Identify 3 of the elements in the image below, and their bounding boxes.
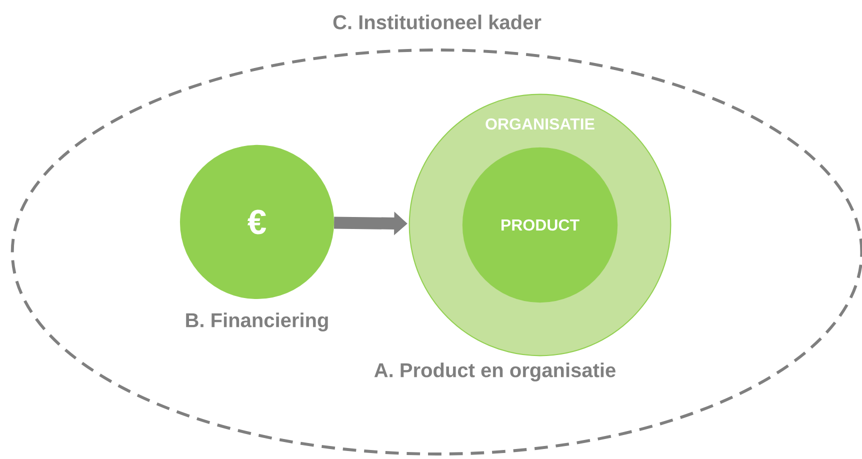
title: C. Institutioneel kader	[333, 14, 542, 30]
node-label: A. Product en organisatie	[374, 362, 616, 382]
node-label: B. Financiering	[186, 312, 328, 332]
